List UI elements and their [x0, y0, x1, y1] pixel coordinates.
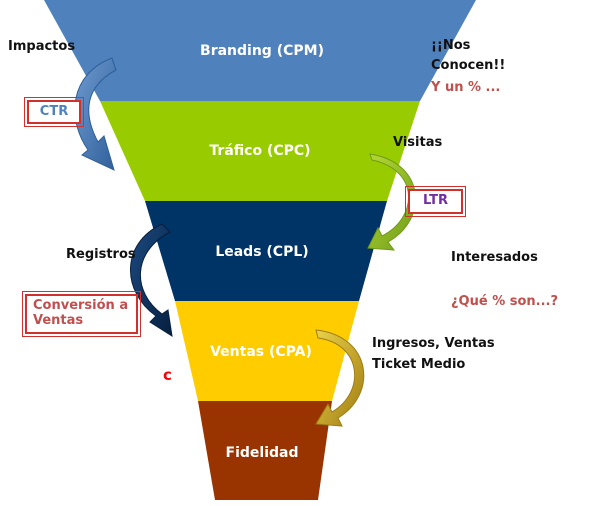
que-porcentaje-label: ¿Qué % son...? [451, 294, 559, 309]
c-mark: c [163, 366, 172, 384]
ingresos-label-line2: Ticket Medio [372, 357, 466, 372]
stage-label-branding: Branding (CPM) [200, 43, 324, 59]
green-curved-arrow [367, 153, 416, 251]
conversion-label-line1: Conversión a [33, 298, 129, 313]
navy-curved-arrow [130, 223, 173, 338]
funnel-stage-fidelidad [198, 401, 332, 500]
stage-label-ventas: Ventas (CPA) [210, 344, 312, 360]
ctr-box: CTR [24, 97, 84, 127]
ingresos-label-line1: Ingresos, Ventas [372, 336, 495, 351]
conversion-box: Conversión a Ventas [22, 291, 141, 337]
stage-label-trafico: Tráfico (CPC) [209, 143, 310, 159]
ltr-label: LTR [422, 193, 448, 208]
gold-curved-arrow [315, 329, 365, 427]
visitas-label: Visitas [393, 135, 443, 150]
nos-label-line2: Conocen!! [431, 58, 506, 73]
conversion-label-line2: Ventas [33, 312, 84, 328]
nos-label-line1: ¡¡Nos [431, 38, 471, 53]
blue-curved-arrow [74, 57, 117, 171]
stage-label-fidelidad: Fidelidad [226, 445, 299, 461]
registros-label: Registros [66, 247, 136, 262]
funnel-stage-ventas [175, 301, 359, 401]
impactos-label: Impactos [8, 39, 76, 54]
funnel-stage-trafico [100, 101, 420, 201]
funnel-stage-leads [145, 201, 387, 301]
stage-label-leads: Leads (CPL) [215, 244, 308, 260]
funnel-stage-branding [44, 0, 476, 101]
y-un-label: Y un % ... [431, 80, 501, 95]
ltr-box: LTR [405, 186, 466, 217]
ctr-label: CTR [39, 104, 69, 119]
interesados-label: Interesados [451, 250, 538, 265]
